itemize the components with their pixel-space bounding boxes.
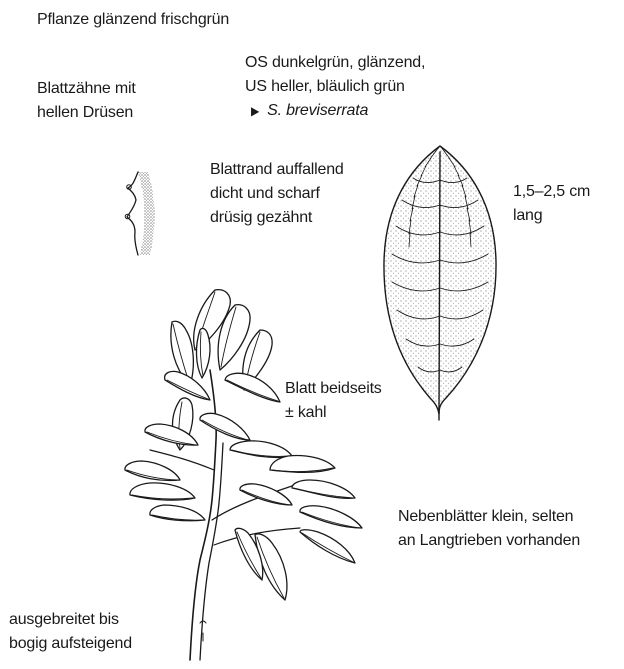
branch-drawing — [125, 290, 362, 660]
leaf-margin-detail — [125, 172, 154, 255]
single-leaf-drawing — [384, 146, 496, 420]
